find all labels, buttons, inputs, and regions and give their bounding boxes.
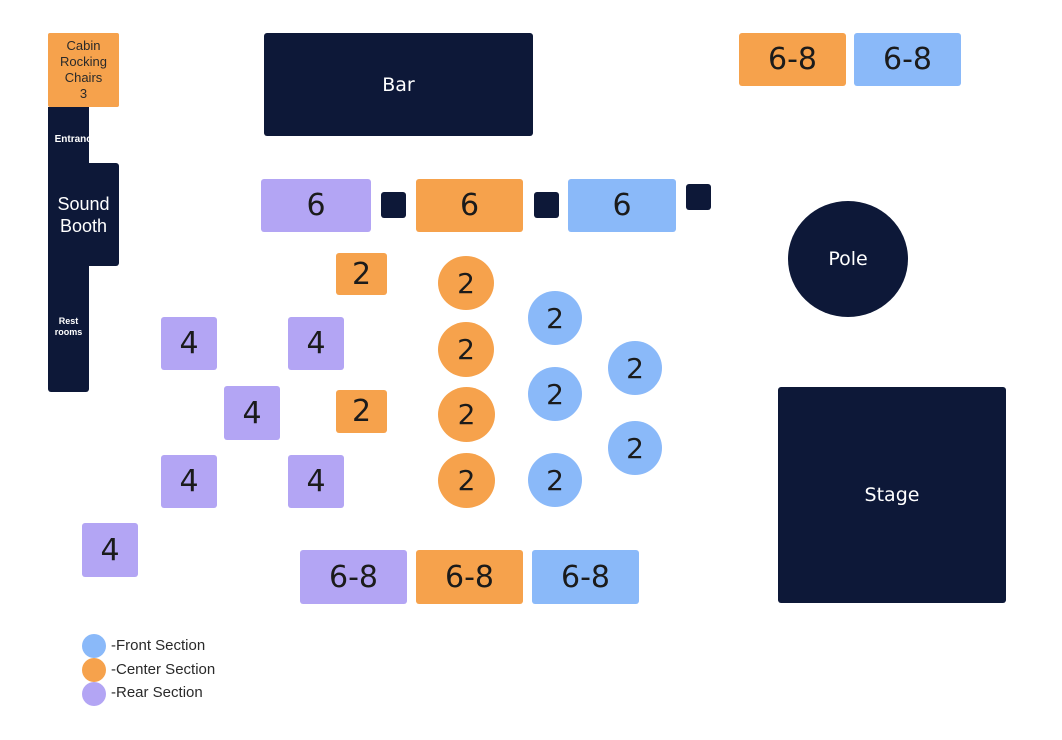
small-table-1 — [381, 192, 406, 218]
sound-booth-label: Sound Booth — [48, 190, 119, 240]
table-center-square-top: 2 — [336, 253, 387, 295]
table-rear-4-f: 4 — [82, 523, 138, 577]
bar: Bar — [264, 33, 533, 136]
table-front-round-3: 2 — [528, 453, 582, 507]
table-top-right-front: 6-8 — [854, 33, 961, 86]
stage: Stage — [778, 387, 1006, 603]
table-front-round-4: 2 — [608, 341, 662, 395]
table-row6-front: 6 — [568, 179, 676, 232]
table-bottom-front: 6-8 — [532, 550, 639, 604]
restrooms-line2: rooms — [54, 327, 83, 337]
table-center-round-2: 2 — [438, 322, 494, 377]
small-table-2 — [534, 192, 559, 218]
legend-rear-dot — [82, 682, 106, 706]
table-rear-4-b: 4 — [288, 317, 344, 370]
table-front-round-5: 2 — [608, 421, 662, 475]
table-center-round-1: 2 — [438, 256, 494, 310]
table-top-right-center: 6-8 — [739, 33, 846, 86]
table-row6-center: 6 — [416, 179, 523, 232]
table-rear-4-c: 4 — [224, 386, 280, 440]
legend-front-dot — [82, 634, 106, 658]
table-center-round-4: 2 — [438, 453, 495, 508]
legend-center-label: -Center Section — [111, 661, 216, 678]
cabin-rocking-chairs: Cabin Rocking Chairs 3 — [48, 33, 119, 107]
entrance-label: Entrance — [54, 133, 98, 145]
table-center-square-bottom: 2 — [336, 390, 387, 433]
restrooms-line1: Rest — [58, 316, 79, 326]
table-rear-4-a: 4 — [161, 317, 217, 370]
legend-center-dot — [82, 658, 106, 682]
table-row6-rear: 6 — [261, 179, 371, 232]
restrooms-label: Rest rooms — [48, 314, 89, 340]
cabin-label-line4: 3 — [79, 86, 88, 101]
table-rear-4-d: 4 — [161, 455, 217, 508]
table-front-round-2: 2 — [528, 367, 582, 421]
table-center-round-3: 2 — [438, 387, 495, 442]
sound-booth-block — [48, 163, 119, 266]
table-front-round-1: 2 — [528, 291, 582, 345]
pole: Pole — [788, 201, 908, 317]
table-bottom-center: 6-8 — [416, 550, 523, 604]
sound-booth-line2: Booth — [59, 216, 108, 236]
cabin-label-line3: Chairs — [64, 70, 103, 85]
table-bottom-rear: 6-8 — [300, 550, 407, 604]
table-rear-4-e: 4 — [288, 455, 344, 508]
sound-booth-line1: Sound — [57, 194, 110, 214]
cabin-label-line1: Cabin — [66, 38, 101, 53]
cabin-label-line2: Rocking — [60, 54, 107, 69]
legend-rear-label: -Rear Section — [111, 684, 203, 701]
small-table-3 — [686, 184, 711, 210]
legend-front-label: -Front Section — [111, 637, 206, 654]
